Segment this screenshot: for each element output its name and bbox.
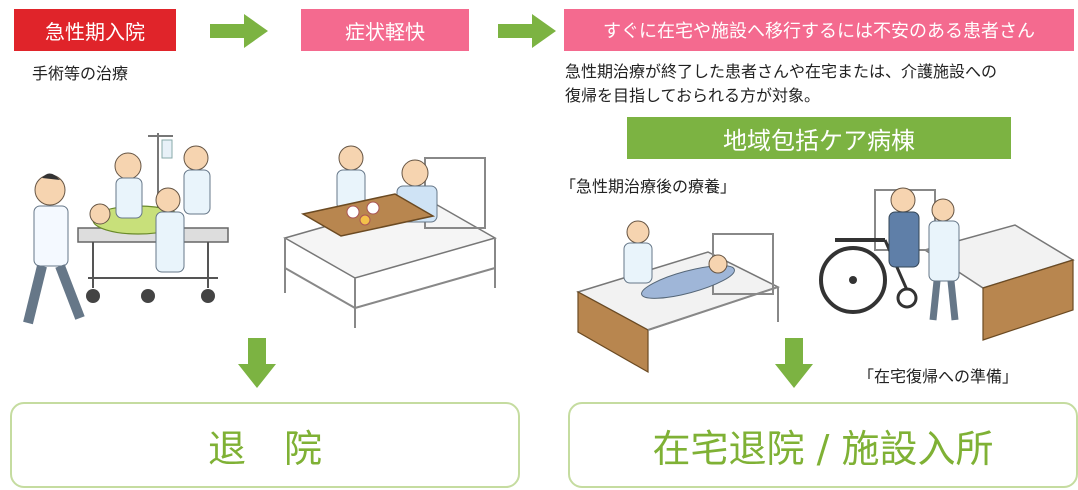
wheelchair-transfer-illustration	[819, 187, 1075, 341]
bed-rehab-illustration	[576, 220, 780, 374]
uneasy-desc-line1: 急性期治療が終了した患者さんや在宅または、介護施設への	[565, 62, 998, 81]
stage-acute-label: 急性期入院	[14, 9, 176, 51]
stage-uneasy-text: すぐに在宅や施設へ移行するには不安のある患者さん	[603, 21, 1035, 42]
stage-acute-text: 急性期入院	[45, 19, 145, 44]
bed-meal-illustration	[283, 145, 497, 328]
arrow-right-icon	[498, 14, 556, 48]
care-label-home-prep: 「在宅復帰への準備」	[858, 367, 1019, 386]
arrow-down-icon	[775, 338, 813, 388]
ward-title-text: 地域包括ケア病棟	[723, 126, 915, 155]
stage-uneasy-label: すぐに在宅や施設へ移行するには不安のある患者さん	[564, 9, 1074, 51]
outcome-home-or-facility-text: 在宅退院 / 施設入所	[652, 426, 994, 471]
outcome-home-or-facility: 在宅退院 / 施設入所	[568, 402, 1078, 488]
arrow-right-icon	[210, 14, 268, 48]
acute-note: 手術等の治療	[32, 64, 129, 83]
stage-relief-text: 症状軽快	[345, 19, 425, 44]
arrow-down-icon	[238, 338, 276, 388]
ward-title: 地域包括ケア病棟	[627, 117, 1011, 159]
emergency-stretcher-illustration	[23, 133, 229, 325]
outcome-discharge-text: 退 院	[207, 426, 322, 471]
uneasy-desc-line2: 復帰を目指しておられる方が対象。	[565, 86, 821, 105]
care-label-post-acute: 「急性期治療後の療養」	[560, 177, 737, 196]
outcome-discharge: 退 院	[10, 402, 520, 488]
stage-relief-label: 症状軽快	[301, 9, 469, 51]
